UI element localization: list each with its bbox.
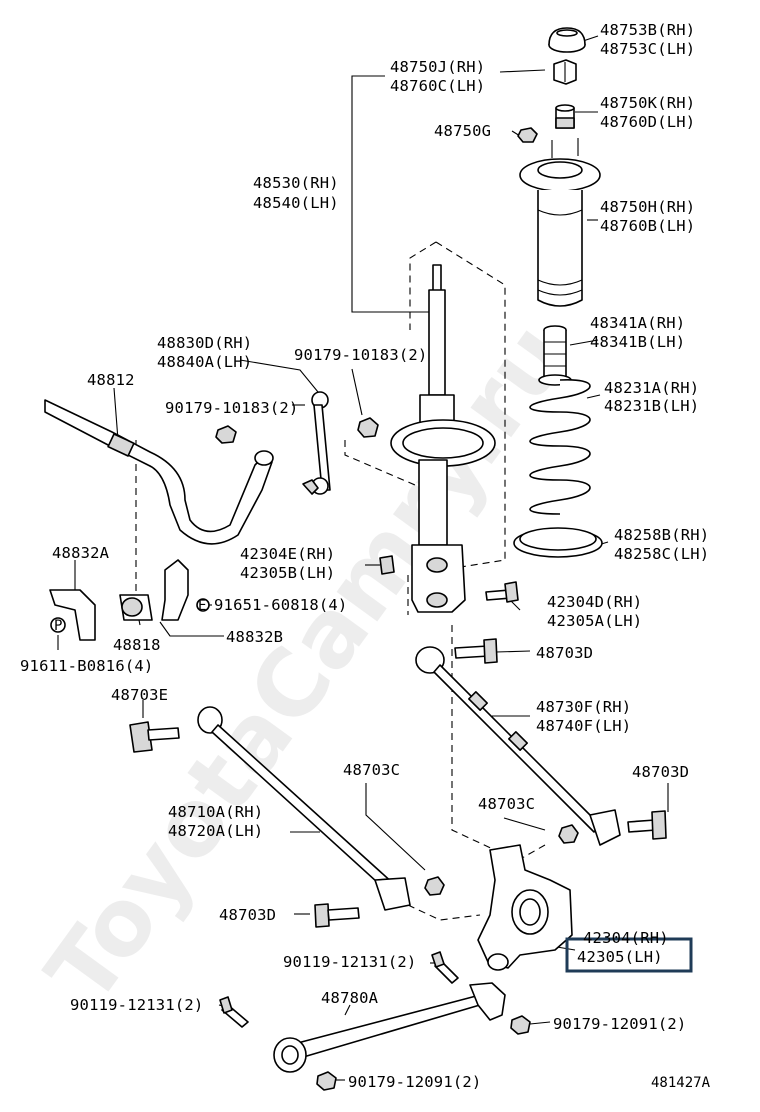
label-90179-12091-a: 90179-12091(2) bbox=[553, 1015, 686, 1033]
label-48812: 48812 bbox=[87, 371, 135, 389]
label-48530: 48530(RH) bbox=[253, 174, 339, 192]
label-91611: 91611-B0816(4) bbox=[20, 657, 153, 675]
stabilizer-bar-part bbox=[44, 399, 274, 545]
upper-cap-part bbox=[548, 27, 586, 53]
label-48703e: 48703E bbox=[111, 686, 168, 704]
label-48750h: 48750H(RH) bbox=[600, 198, 695, 216]
lateral-link-rear-part bbox=[415, 638, 621, 846]
strut-mount-boot-part bbox=[519, 138, 601, 307]
label-48258c: 48258C(LH) bbox=[614, 545, 709, 563]
bolt-marker-p: P bbox=[54, 618, 62, 634]
lower-arm-part bbox=[273, 982, 506, 1073]
label-48710a: 48710A(RH) bbox=[168, 803, 263, 821]
label-48258b: 48258B(RH) bbox=[614, 526, 709, 544]
label-90179-10183-b: 90179-10183(2) bbox=[165, 399, 298, 417]
marker-p-letter: P bbox=[54, 618, 62, 634]
label-48753c: 48753C(LH) bbox=[600, 40, 695, 58]
label-90179-10183-a: 90179-10183(2) bbox=[294, 346, 427, 364]
label-48750j: 48750J(RH) bbox=[390, 58, 485, 76]
strut-bolts bbox=[379, 555, 519, 603]
label-48832b: 48832B bbox=[226, 628, 283, 646]
label-48730f: 48730F(RH) bbox=[536, 698, 631, 716]
upper-bushing-part bbox=[555, 104, 575, 129]
front-link-nut bbox=[424, 876, 445, 896]
label-48231b: 48231B(LH) bbox=[604, 397, 699, 415]
label-90179-12091-b: 90179-12091(2) bbox=[348, 1073, 481, 1091]
label-48703c-a: 48703C bbox=[343, 761, 400, 779]
label-48341b: 48341B(LH) bbox=[590, 333, 685, 351]
label-42304d: 42304D(RH) bbox=[547, 593, 642, 611]
knuckle-bolt-upper bbox=[431, 951, 459, 984]
lower-arm-nuts bbox=[316, 1015, 531, 1091]
label-48703d-a: 48703D bbox=[536, 644, 593, 662]
label-48231a: 48231A(RH) bbox=[604, 379, 699, 397]
label-48760d: 48760D(LH) bbox=[600, 113, 695, 131]
trailing-arm-bolt-part bbox=[129, 721, 180, 753]
label-42305: 42305(LH) bbox=[577, 948, 663, 966]
label-48818: 48818 bbox=[113, 636, 161, 654]
stabilizer-bracket-a-part bbox=[49, 589, 96, 641]
stabilizer-bracket-b-part bbox=[161, 559, 189, 621]
label-48760c: 48760C(LH) bbox=[390, 77, 485, 95]
label-48750k: 48750K(RH) bbox=[600, 94, 695, 112]
part-labels: 48753B(RH) 48753C(LH) 48750J(RH) 48760C(… bbox=[20, 21, 711, 1091]
label-42305b: 42305B(LH) bbox=[240, 564, 335, 582]
coil-spring-part bbox=[529, 379, 591, 515]
stabilizer-link-nuts bbox=[215, 417, 379, 444]
label-42304: 42304(RH) bbox=[583, 929, 669, 947]
small-nut-part bbox=[517, 127, 538, 143]
label-42305a: 42305A(LH) bbox=[547, 612, 642, 630]
label-91651: 91651-60818(4) bbox=[214, 596, 347, 614]
highlighted-part-box bbox=[565, 937, 693, 973]
label-42304e: 42304E(RH) bbox=[240, 545, 335, 563]
label-48753b: 48753B(RH) bbox=[600, 21, 695, 39]
label-48840a: 48840A(LH) bbox=[157, 353, 252, 371]
label-48832a: 48832A bbox=[52, 544, 110, 562]
label-48703d-c: 48703D bbox=[219, 906, 276, 924]
label-48750g: 48750G bbox=[434, 122, 491, 140]
label-90119-12131-a: 90119-12131(2) bbox=[283, 953, 416, 971]
bolt-marker-e: E bbox=[196, 598, 210, 614]
label-48740f: 48740F(LH) bbox=[536, 717, 631, 735]
label-48341a: 48341A(RH) bbox=[590, 314, 685, 332]
assembly-dashed-lines bbox=[135, 241, 546, 921]
front-link-bolt bbox=[314, 903, 360, 928]
steering-knuckle-part bbox=[477, 844, 573, 971]
label-48703c-b: 48703C bbox=[478, 795, 535, 813]
lateral-link-nut bbox=[558, 824, 579, 844]
label-48830d: 48830D(RH) bbox=[157, 334, 252, 352]
marker-e-letter: E bbox=[198, 598, 206, 614]
label-90119-12131-b: 90119-12131(2) bbox=[70, 996, 203, 1014]
strut-nut-part bbox=[553, 59, 577, 85]
label-48540: 48540(LH) bbox=[253, 194, 339, 212]
lateral-link-bolt-right bbox=[627, 810, 667, 840]
label-48703d-b: 48703D bbox=[632, 763, 689, 781]
lateral-link-front-part bbox=[197, 706, 411, 911]
label-48760b: 48760B(LH) bbox=[600, 217, 695, 235]
spring-seat-part bbox=[513, 527, 603, 558]
shock-absorber-part bbox=[390, 264, 496, 613]
diagram-code: 481427A bbox=[651, 1075, 711, 1091]
label-48720a: 48720A(LH) bbox=[168, 822, 263, 840]
label-48780a: 48780A bbox=[321, 989, 379, 1007]
bump-stop-part bbox=[538, 325, 572, 386]
stabilizer-link-part bbox=[302, 391, 331, 495]
knuckle-bolt-lower bbox=[219, 996, 249, 1028]
stabilizer-bushing-part bbox=[119, 594, 153, 621]
